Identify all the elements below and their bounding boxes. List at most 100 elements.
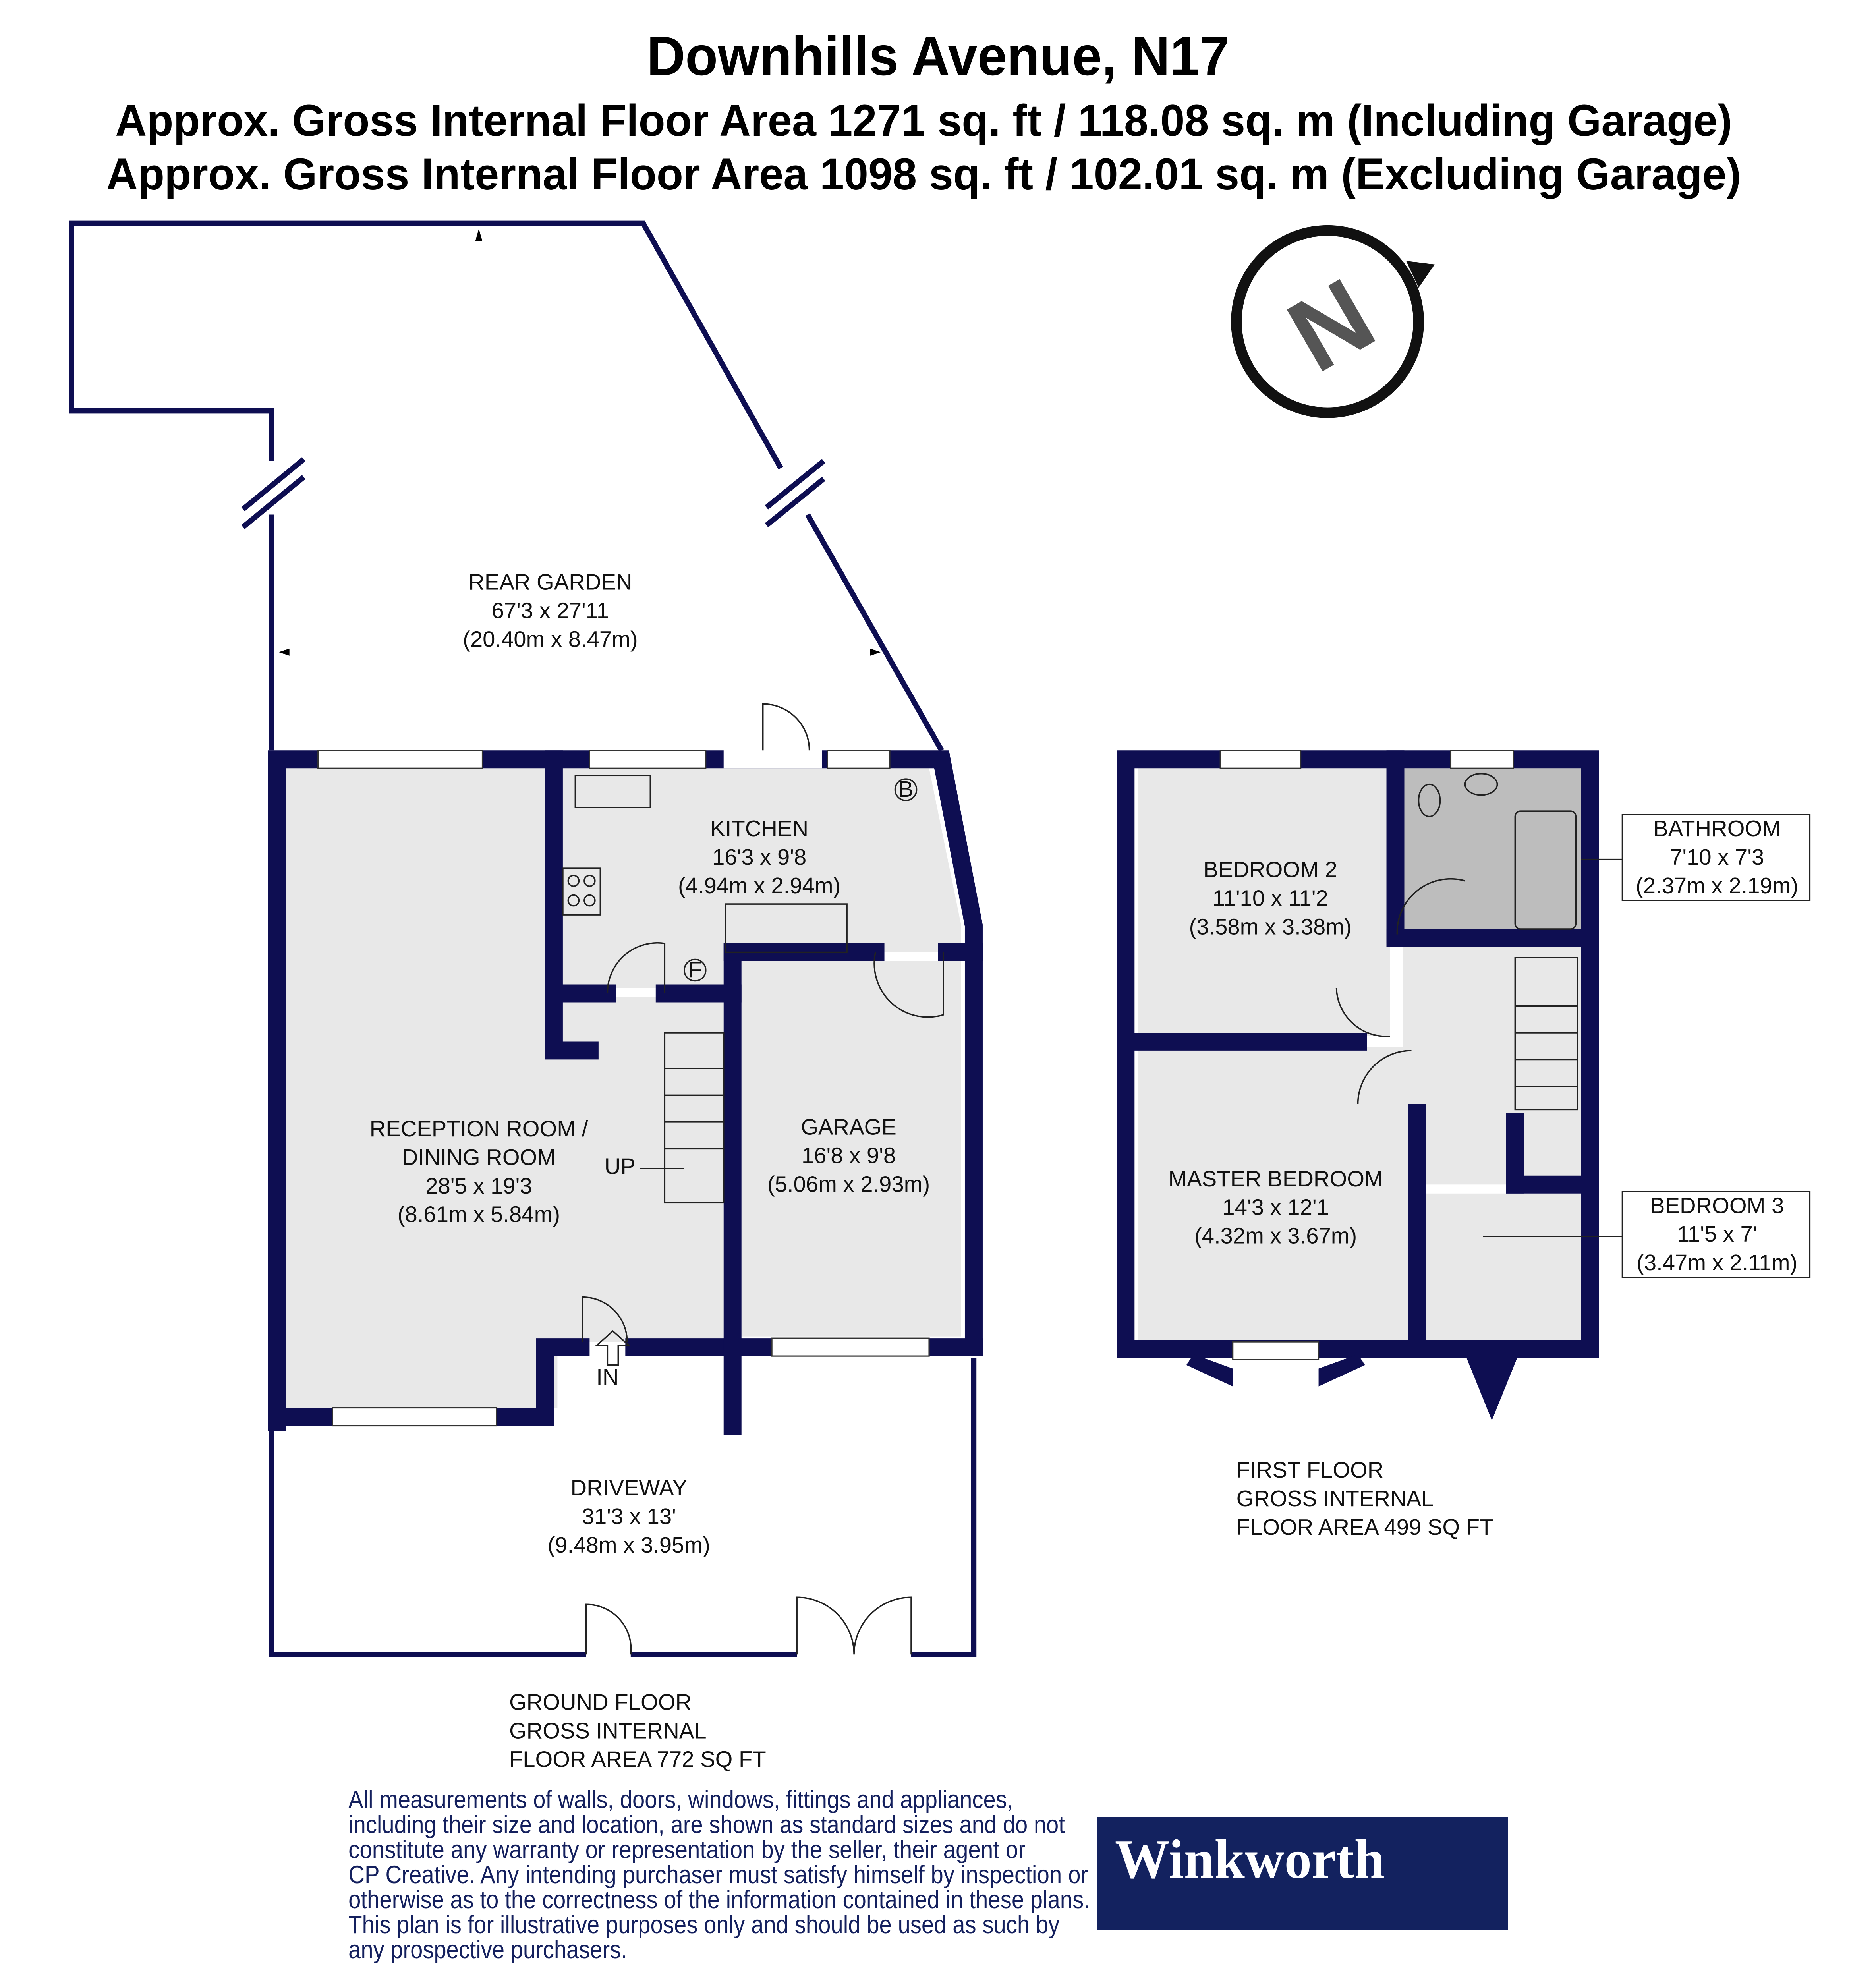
driveway: DRIVEWAY 31'3 x 13' (9.48m x 3.95m) (269, 1358, 977, 1658)
kitchen-counter (725, 903, 848, 953)
bedroom-3-callout-box (1621, 1191, 1811, 1278)
front-door-swing (582, 1296, 628, 1342)
winkworth-logo: Winkworth (1097, 1817, 1508, 1930)
bathroom-metric: (2.37m x 2.19m) (1636, 873, 1798, 898)
footer: All measurements of walls, doors, window… (348, 1786, 1508, 1964)
garage-imperial: 16'8 x 9'8 (802, 1143, 896, 1168)
kitchen-name: KITCHEN (710, 816, 808, 841)
dimension-arrow-icon (475, 228, 483, 241)
bedroom-2-door-swing (1335, 988, 1390, 1037)
bathroom-door-swing (1396, 878, 1465, 935)
entrance-label: IN (596, 1364, 618, 1389)
dimension-arrow-icon (870, 648, 881, 656)
master-bedroom-imperial: 14'3 x 12'1 (1222, 1195, 1329, 1220)
page-title: Downhills Avenue, N17 (647, 25, 1229, 87)
toilet-icon (1418, 783, 1441, 817)
bedroom-2-metric: (3.58m x 3.38m) (1189, 914, 1351, 939)
sink-icon (574, 775, 651, 808)
kitchen-imperial: 16'3 x 9'8 (712, 844, 806, 869)
kitchen-area (562, 768, 961, 988)
bedroom-2-name: BEDROOM 2 (1203, 857, 1337, 882)
disclaimer-line: otherwise as to the correctness of the i… (348, 1886, 1090, 1914)
master-bedroom-area (1138, 1047, 1412, 1342)
logo-text: Winkworth (1115, 1829, 1385, 1890)
disclaimer-line: All measurements of walls, doors, window… (348, 1786, 1013, 1814)
disclaimer-line: including their size and location, are s… (348, 1811, 1065, 1839)
reception-name-line2: DINING ROOM (402, 1145, 556, 1170)
landing-area (1403, 943, 1581, 1185)
compass-letter: N (1270, 257, 1393, 394)
bay-window (1232, 1341, 1320, 1360)
bathroom-imperial: 7'10 x 7'3 (1670, 844, 1764, 869)
fridge-marker-icon (683, 958, 707, 982)
kitchen-door-swing (607, 942, 666, 994)
window (827, 750, 891, 769)
break-mark-icon (241, 457, 825, 529)
master-bedroom-name: MASTER BEDROOM (1168, 1166, 1383, 1191)
bedroom-3-imperial: 11'5 x 7' (1677, 1221, 1757, 1246)
garage-name: GARAGE (801, 1114, 896, 1139)
disclaimer-line: CP Creative. Any intending purchaser mus… (348, 1861, 1088, 1889)
bathroom-callout-box (1621, 814, 1811, 901)
staircase (640, 1032, 725, 1204)
ground-floor-label-line2: GROSS INTERNAL (509, 1718, 707, 1743)
first-floor-label-line1: FIRST FLOOR (1236, 1457, 1384, 1482)
kitchen-metric: (4.94m x 2.94m) (678, 873, 840, 898)
window (589, 750, 707, 769)
reception-imperial: 28'5 x 19'3 (425, 1173, 532, 1198)
bath-tub-icon (1514, 810, 1577, 930)
bedroom-3-metric: (3.47m x 2.11m) (1636, 1250, 1797, 1275)
window (1219, 750, 1302, 769)
rear-garden-imperial: 67'3 x 27'11 (492, 598, 609, 623)
bedroom-3-area (1424, 1193, 1581, 1342)
north-compass-icon: N (1231, 225, 1435, 418)
ground-floor-walls (268, 750, 983, 1435)
bedroom-2-imperial: 11'10 x 11'2 (1212, 886, 1328, 911)
driveway-name: DRIVEWAY (571, 1475, 688, 1500)
first-floor-fixtures (1186, 750, 1811, 1421)
disclaimer: All measurements of walls, doors, window… (348, 1786, 1090, 1964)
staircase (1514, 957, 1578, 1111)
garage-metric: (5.06m x 2.93m) (767, 1171, 930, 1196)
ground-floor-label-line3: FLOOR AREA 772 SQ FT (509, 1747, 766, 1772)
reception-name-line1: RECEPTION ROOM / (370, 1116, 588, 1141)
porch-bay (1465, 1354, 1519, 1421)
rear-garden: REAR GARDEN 67'3 x 27'11 (20.40m x 8.47m… (69, 220, 944, 752)
disclaimer-line: constitute any warranty or representatio… (348, 1836, 1026, 1864)
plans: KITCHEN 16'3 x 9'8 (4.94m x 2.94m) RECEP… (268, 703, 1811, 1772)
gate-swing (585, 1603, 632, 1655)
first-floor-walls (1117, 750, 1599, 1358)
patio-door (317, 750, 483, 769)
dimension-arrow-icon (278, 648, 290, 656)
bathroom-name: BATHROOM (1653, 816, 1781, 841)
master-door-swing (1357, 1050, 1412, 1104)
reception-room-area (286, 768, 724, 1408)
window (1450, 750, 1514, 769)
ground-floor-label-line1: GROUND FLOOR (509, 1690, 692, 1715)
stairs-up-label: UP (605, 1153, 636, 1178)
area-excluding-garage: Approx. Gross Internal Floor Area 1098 s… (106, 149, 1741, 199)
basin-icon (1464, 773, 1498, 796)
double-gate-swing (796, 1596, 912, 1655)
garage-door (771, 1337, 930, 1357)
entrance-arrow-icon (595, 1330, 631, 1366)
rear-garden-metric: (20.40m x 8.47m) (463, 626, 638, 651)
first-floor-label-line3: FLOOR AREA 499 SQ FT (1236, 1515, 1493, 1540)
disclaimer-line: This plan is for illustrative purposes o… (348, 1911, 1060, 1939)
area-including-garage: Approx. Gross Internal Floor Area 1271 s… (115, 95, 1732, 145)
door-swing (762, 703, 810, 751)
driveway-metric: (9.48m x 3.95m) (548, 1532, 710, 1557)
rear-garden-name: REAR GARDEN (468, 569, 632, 594)
garage-door-swing (873, 952, 944, 1018)
master-bedroom-metric: (4.32m x 3.67m) (1194, 1223, 1357, 1248)
first-floor-label-line2: GROSS INTERNAL (1236, 1486, 1434, 1511)
bathroom-area (1403, 768, 1581, 935)
disclaimer-line: any prospective purchasers. (348, 1936, 627, 1964)
back-door-opening (723, 743, 822, 769)
bedroom-3-name: BEDROOM 3 (1650, 1193, 1784, 1218)
reception-metric: (8.61m x 5.84m) (398, 1202, 560, 1227)
garage-area (741, 961, 961, 1337)
hob-icon (562, 867, 601, 916)
boiler-marker: B (898, 777, 913, 802)
